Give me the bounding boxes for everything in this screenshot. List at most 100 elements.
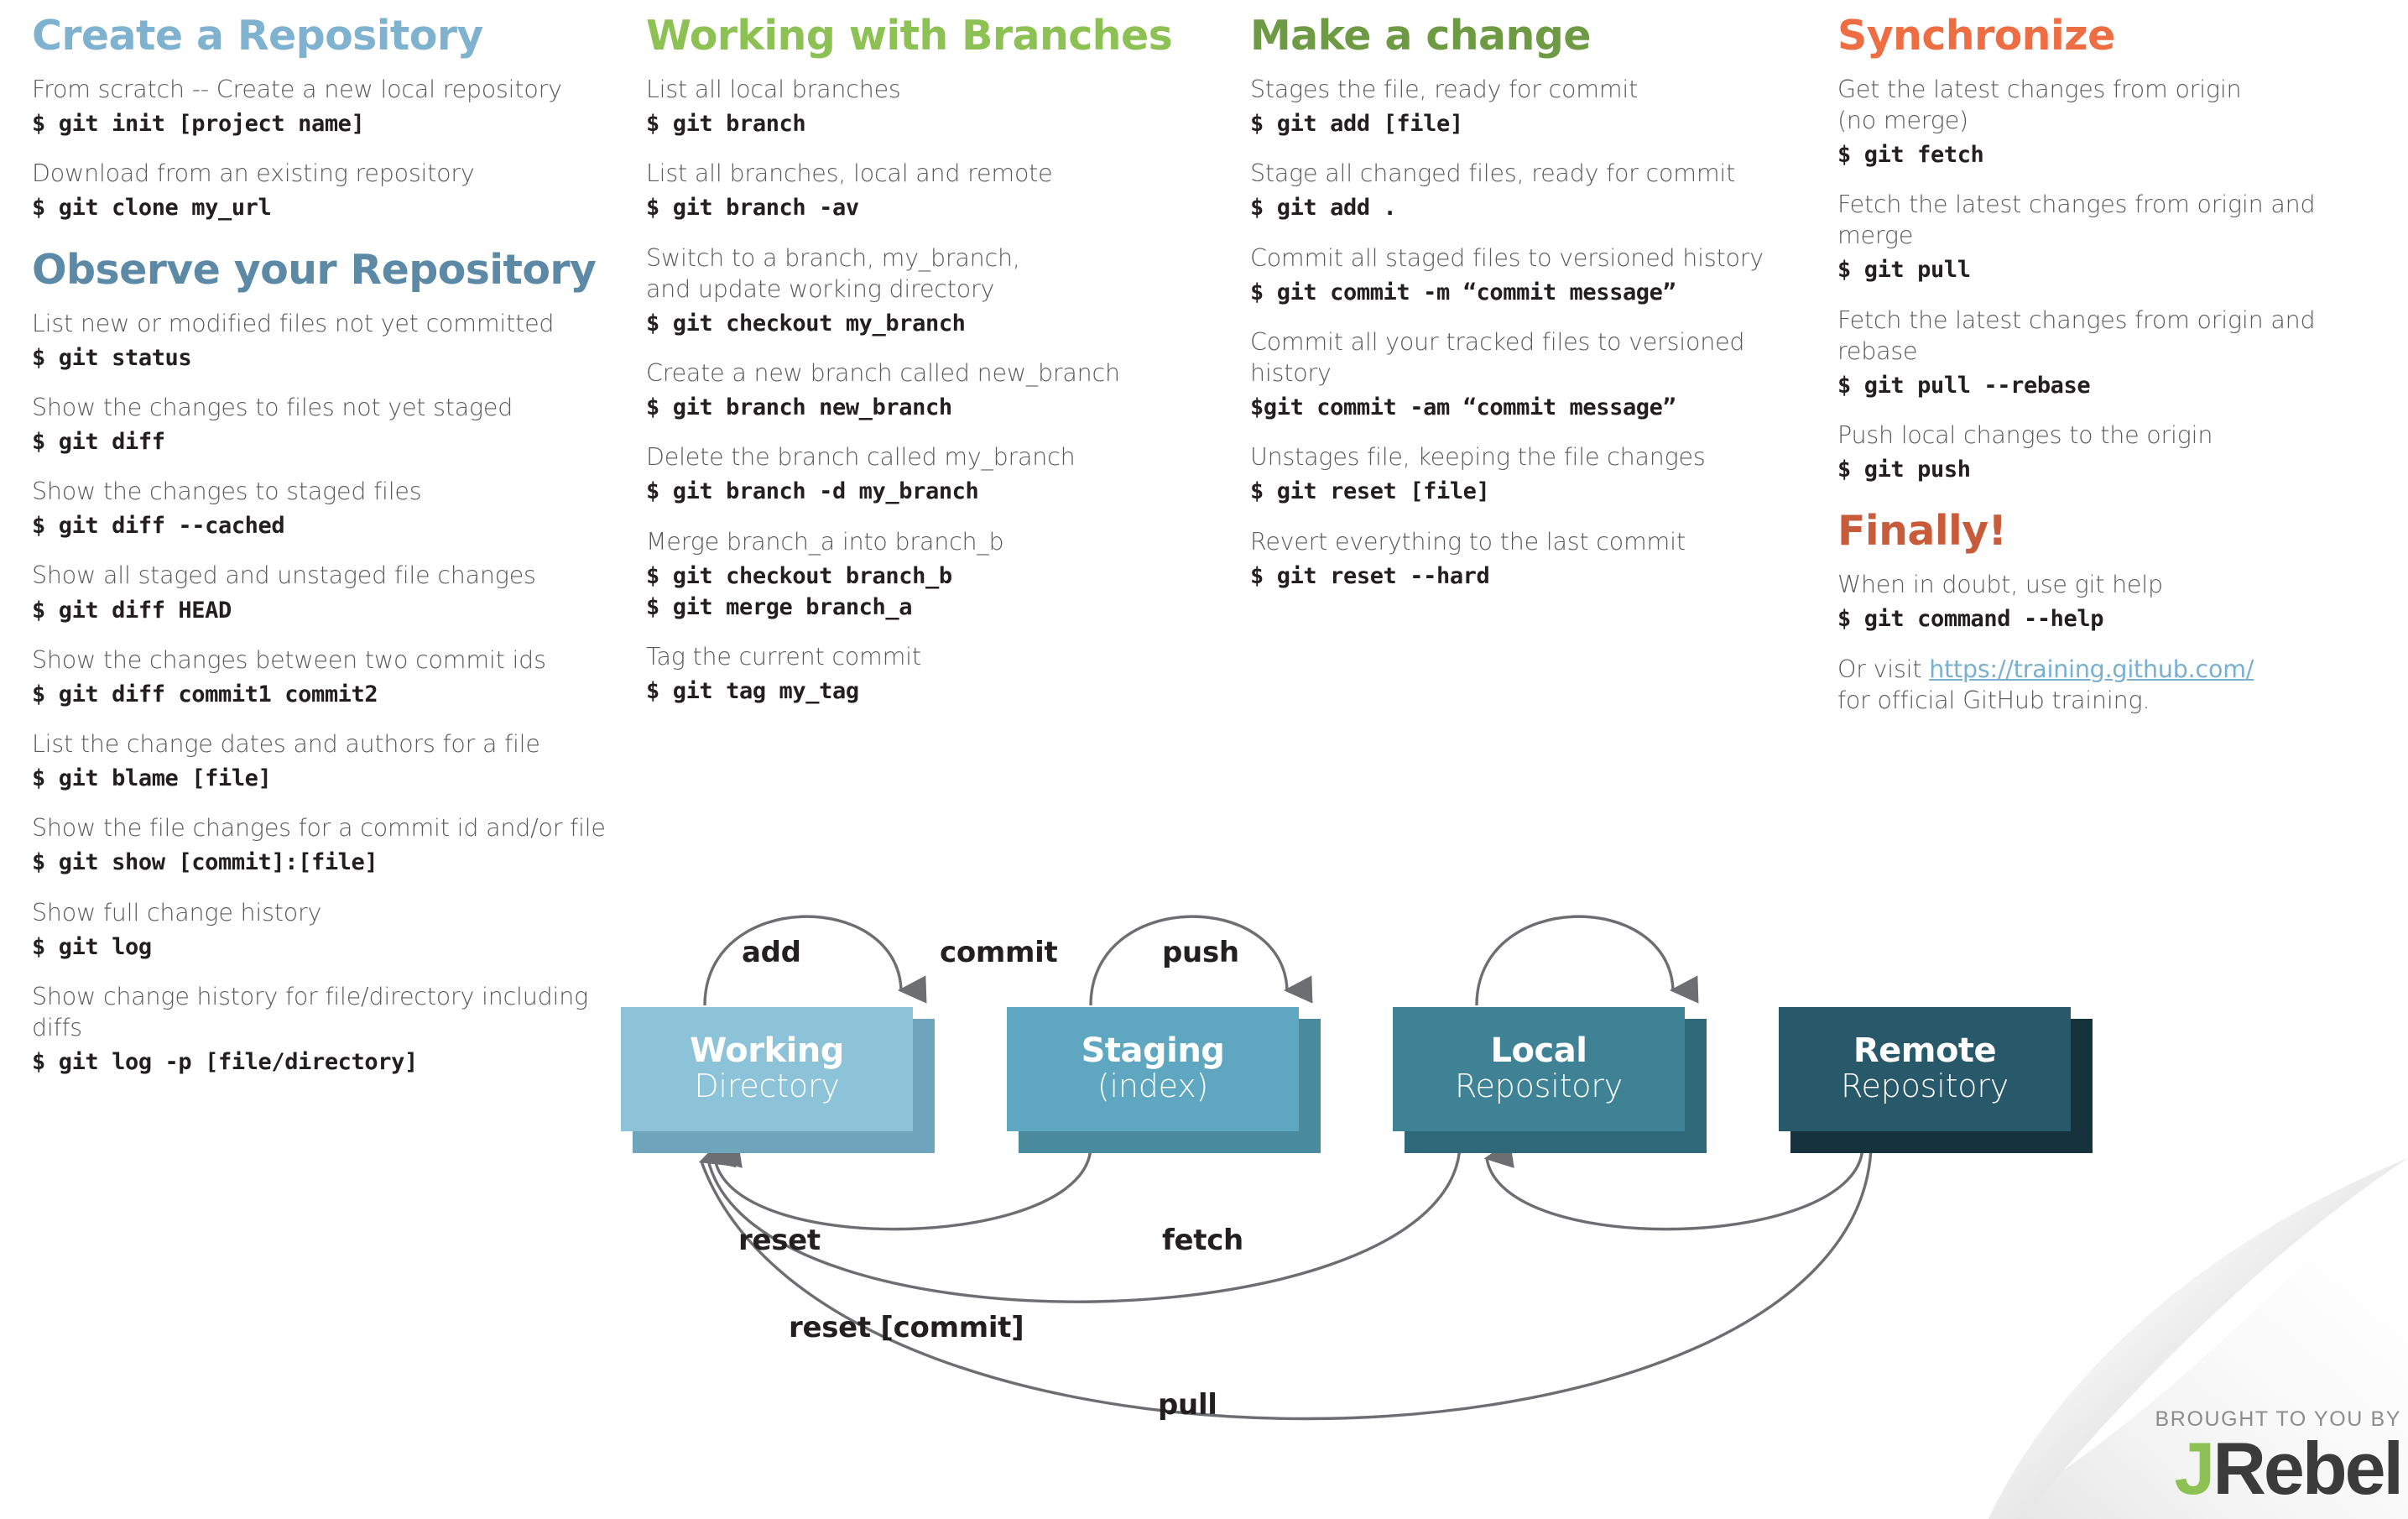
command-entry: Show all staged and unstaged file change… [32, 560, 619, 625]
flow-arrows [698, 915, 1873, 1421]
section-title-create-a-repository: Create a Repository [32, 12, 483, 60]
command-entry: Fetch the latest changes from origin and… [1837, 305, 2391, 401]
command-code: $ git diff [32, 428, 165, 455]
github-training-link[interactable]: https://training.github.com/ [1929, 655, 2254, 683]
command-description: Download from an existing repository [32, 159, 475, 188]
command-description: Fetch the latest changes from origin and… [1837, 191, 2316, 250]
command-code: $ git pull [1837, 257, 1971, 284]
command-code: $ git checkout my_branch [646, 310, 966, 337]
command-entry: Revert everything to the last commit$ gi… [1250, 526, 1821, 592]
command-description: Revert everything to the last commit [1250, 527, 1686, 556]
section-title-synchronize: Synchronize [1837, 12, 2115, 60]
command-code: $ git push [1837, 457, 1971, 483]
command-entry: Download from an existing repository $ gi… [32, 158, 619, 223]
command-entry: Create a new branch called new_branch$ g… [646, 358, 1233, 423]
command-description: Show the changes to files not yet staged [32, 393, 513, 421]
command-code: $ git add [file] [1250, 111, 1463, 138]
command-description: Stages the file, ready for commit [1250, 76, 1639, 103]
command-description: Commit all staged files to versioned his… [1250, 243, 1764, 272]
box-title: Local [1490, 1031, 1587, 1071]
command-code: $ git log -p [file/directory] [32, 1049, 418, 1076]
command-entry: List all branches, local and remote$ git… [646, 158, 1233, 223]
box-title: Remote [1853, 1031, 1997, 1071]
section-title-make-a-change: Make a change [1250, 12, 1592, 60]
command-description: Show all staged and unstaged file change… [32, 561, 536, 590]
command-entry: Switch to a branch, my_branch,and update… [646, 243, 1233, 339]
command-code: $ git status [32, 344, 192, 371]
command-entry: List the change dates and authors for a … [32, 728, 619, 794]
command-code: $ git fetch [1837, 142, 1984, 169]
section-footer: Or visit https://training.github.com/for… [1837, 654, 2391, 716]
box-face: Working Directory [621, 1007, 913, 1131]
command-description: Get the latest changes from origin(no me… [1837, 76, 2242, 135]
jrebel-logo: BROUGHT TO YOU BY JRebel [2155, 1407, 2404, 1506]
command-entry: List new or modified files not yet commi… [32, 308, 619, 373]
command-description: Show change history for file/directory i… [32, 982, 589, 1042]
command-code: $ git add . [1250, 195, 1397, 222]
section-title-finally: Finally! [1837, 507, 2007, 556]
box-title: Working [690, 1031, 844, 1071]
diagram-box-staging-index: Staging (index) [1007, 1007, 1321, 1153]
diagram-box-local-repository: Local Repository [1393, 1007, 1707, 1153]
command-entry: Fetch the latest changes from origin and… [1837, 189, 2391, 285]
command-entry: Merge branch_a into branch_b $ git checko… [646, 526, 1233, 624]
command-description: Fetch the latest changes from origin and… [1837, 305, 2316, 365]
command-description: Stage all changed files, ready for commi… [1250, 159, 1736, 188]
command-description: Unstages file, keeping the file changes [1250, 443, 1706, 472]
command-description: Switch to a branch, my_branch,and update… [646, 243, 1020, 303]
box-face: Remote Repository [1779, 1007, 2071, 1131]
jrebel-rebel: Rebel [2213, 1426, 2404, 1510]
command-entry: When in doubt, use git help$ git command… [1837, 569, 2391, 634]
flow-label-reset-commit: reset [commit] [789, 1311, 1024, 1344]
command-description: Push local changes to the origin [1837, 421, 2213, 450]
command-description: Show full change history [32, 898, 322, 927]
flow-label-reset: reset [738, 1224, 821, 1257]
box-face: Local Repository [1393, 1007, 1685, 1131]
command-code: $ git branch -d my_branch [646, 478, 979, 505]
command-entry: Tag the current commit $ git tag my_tag [646, 641, 1233, 707]
command-entry: Stages the file, ready for commit $ git a… [1250, 74, 1821, 139]
command-entry: Stage all changed files, ready for commi… [1250, 158, 1821, 223]
command-description: Tag the current commit [646, 643, 921, 671]
command-code: $ git clone my_url [32, 195, 272, 222]
box-subtitle: Repository [1454, 1067, 1624, 1105]
command-code: $ git pull --rebase [1837, 372, 2091, 399]
flow-label-commit: commit [940, 936, 1058, 969]
command-code: $ git log [32, 933, 152, 960]
command-description: Delete the branch called my_branch [646, 443, 1076, 472]
diagram-box-working-directory: Working Directory [621, 1007, 935, 1153]
command-code: $ git merge branch_a [646, 593, 913, 620]
command-description: When in doubt, use git help [1837, 571, 2163, 599]
command-code: $ git init [project name] [32, 111, 365, 138]
command-entry: Show change history for file/directory i… [32, 981, 619, 1078]
command-entry: From scratch -- Create a new local repos… [32, 74, 619, 139]
flow-label-fetch: fetch [1162, 1224, 1243, 1257]
command-entry: Commit all staged files to versioned his… [1250, 243, 1821, 308]
command-code: $git commit -am “commit message” [1250, 394, 1676, 420]
command-code: $ git tag my_tag [646, 678, 859, 705]
command-entry: List all local branches$ git branch [646, 74, 1233, 139]
box-subtitle: (index) [1097, 1067, 1209, 1105]
command-description: Merge branch_a into branch_b [646, 527, 1004, 556]
command-code: $ git diff commit1 commit2 [32, 681, 378, 707]
command-description: From scratch -- Create a new local repos… [32, 76, 562, 103]
command-description: Show the changes between two commit ids [32, 645, 546, 674]
command-entry: Unstages file, keeping the file changes$… [1250, 441, 1821, 507]
flow-label-push: push [1162, 936, 1239, 969]
command-code: $ git checkout branch_b [646, 562, 952, 589]
command-description: Create a new branch called new_branch [646, 358, 1120, 387]
box-face: Staging (index) [1007, 1007, 1299, 1131]
jrebel-j: J [2174, 1426, 2215, 1510]
command-entry: Show the changes to staged files$ git di… [32, 476, 619, 541]
command-code: $ git blame [file] [32, 765, 272, 792]
git-flow-diagram: add commit push reset reset [commit] fet… [621, 856, 2098, 1519]
command-description: Show the changes to staged files [32, 478, 422, 506]
box-subtitle: Directory [694, 1067, 840, 1105]
command-description: List all branches, local and remote [646, 159, 1053, 188]
command-entry: Show full change history $ git log [32, 897, 619, 963]
page-curl-decoration [1988, 1158, 2408, 1519]
command-description: List the change dates and authors for a … [32, 730, 540, 759]
